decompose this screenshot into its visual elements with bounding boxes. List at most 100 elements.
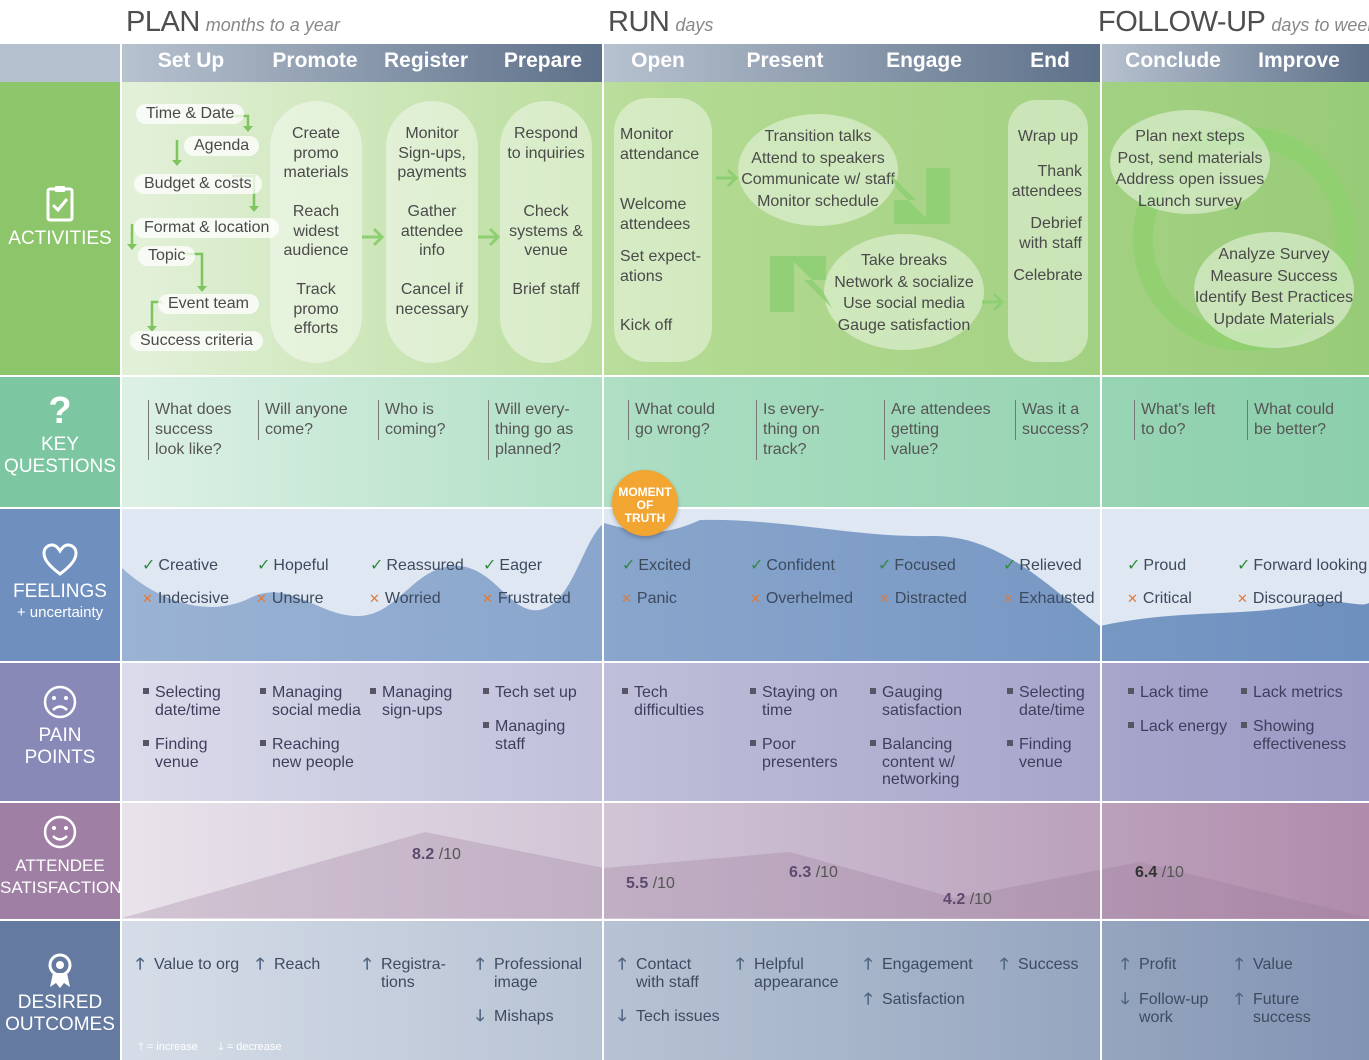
heart-icon	[42, 543, 78, 576]
setup-tag-topic: Topic	[138, 246, 196, 266]
clipboard-check-icon	[46, 186, 74, 222]
phase-register: Register	[383, 49, 469, 72]
pill-engage	[824, 234, 984, 350]
feeling-positive-register: ✓Reassured	[370, 557, 464, 574]
setup-tag-format: Format & location	[134, 218, 280, 238]
pill-conclude	[1110, 110, 1270, 214]
stage-follow-up-title: FOLLOW-UP	[1098, 6, 1266, 38]
divider-run-follow	[1100, 44, 1102, 1060]
setup-tag-event-team: Event team	[158, 294, 259, 314]
feeling-negative-conclude: ✕Critical	[1127, 590, 1192, 607]
phase-end: End	[1030, 49, 1070, 72]
rowhead-feelings-line2: + uncertainty	[16, 604, 104, 621]
feeling-positive-prepare: ✓Eager	[483, 557, 543, 574]
outcome-item: 🡑Engagement	[864, 956, 973, 973]
feeling-positive-end: ✓Relieved	[1003, 557, 1082, 574]
rowhead-satisfaction-bg	[0, 802, 120, 920]
feeling-positive-set-up: ✓Creative	[142, 557, 218, 574]
rowhead-questions-line1: KEY	[40, 434, 80, 455]
feeling-negative-set-up: ✕Indecisive	[142, 590, 230, 607]
rowhead-feelings-bg	[0, 508, 120, 662]
feelings-curve	[122, 519, 1369, 662]
divider-row4	[0, 801, 1369, 803]
phase-open: Open	[631, 49, 685, 72]
activity-open-4: Kick off	[620, 317, 673, 334]
sad-face-icon	[43, 685, 77, 719]
feeling-positive-engage: ✓Focused	[878, 557, 956, 574]
question-mark-icon: ?	[48, 390, 72, 432]
feeling-positive-present: ✓Confident	[750, 557, 835, 574]
setup-tag-budget: Budget & costs	[134, 174, 262, 194]
outcome-item: 🡑Value to org	[136, 956, 240, 973]
outcome-item: 🡑Satisfaction	[864, 991, 965, 1008]
pain-point: Lack energy	[1128, 718, 1227, 736]
phase-set-up: Set Up	[157, 49, 225, 72]
setup-tag-time-date: Time & Date	[136, 104, 245, 124]
feeling-negative-improve: ✕Discouraged	[1237, 590, 1343, 607]
activity-prepare-3: Brief staff	[512, 281, 580, 298]
feeling-negative-engage: ✕Distracted	[879, 590, 967, 607]
rowhead-satisfaction-line2: SATISFACTION	[0, 878, 122, 897]
pill-prepare	[500, 101, 592, 363]
feeling-negative-promote: ✕Unsure	[256, 590, 324, 607]
outcome-item: 🡓Tech issues	[618, 1008, 720, 1025]
phase-bar-corner	[0, 44, 120, 82]
rowhead-satisfaction-line1: ATTENDEE	[15, 856, 105, 875]
pill-register	[386, 101, 478, 363]
satisfaction-score-plan: 8.2 /10	[412, 846, 461, 863]
feeling-positive-improve: ✓Forward looking	[1237, 557, 1368, 574]
activity-open-3: Set expect-ations	[620, 248, 701, 285]
band-questions	[0, 376, 1369, 508]
pill-end	[1008, 100, 1088, 362]
rowhead-activities-label: ACTIVITIES	[8, 228, 112, 249]
plan-flow-arrows	[362, 227, 501, 247]
satisfaction-curve	[122, 832, 1369, 918]
divider-row1	[0, 375, 1369, 377]
stage-follow-up-subtitle: days to weeks	[1271, 15, 1369, 35]
phase-conclude: Conclude	[1125, 49, 1221, 72]
pill-promote	[270, 101, 362, 363]
phase-promote: Promote	[272, 49, 358, 72]
divider-header	[120, 44, 122, 1060]
rowhead-activities-bg	[0, 82, 120, 376]
pill-present	[738, 114, 898, 226]
feeling-negative-present: ✕Overhelmed	[750, 590, 854, 607]
phase-engage: Engage	[886, 49, 962, 72]
